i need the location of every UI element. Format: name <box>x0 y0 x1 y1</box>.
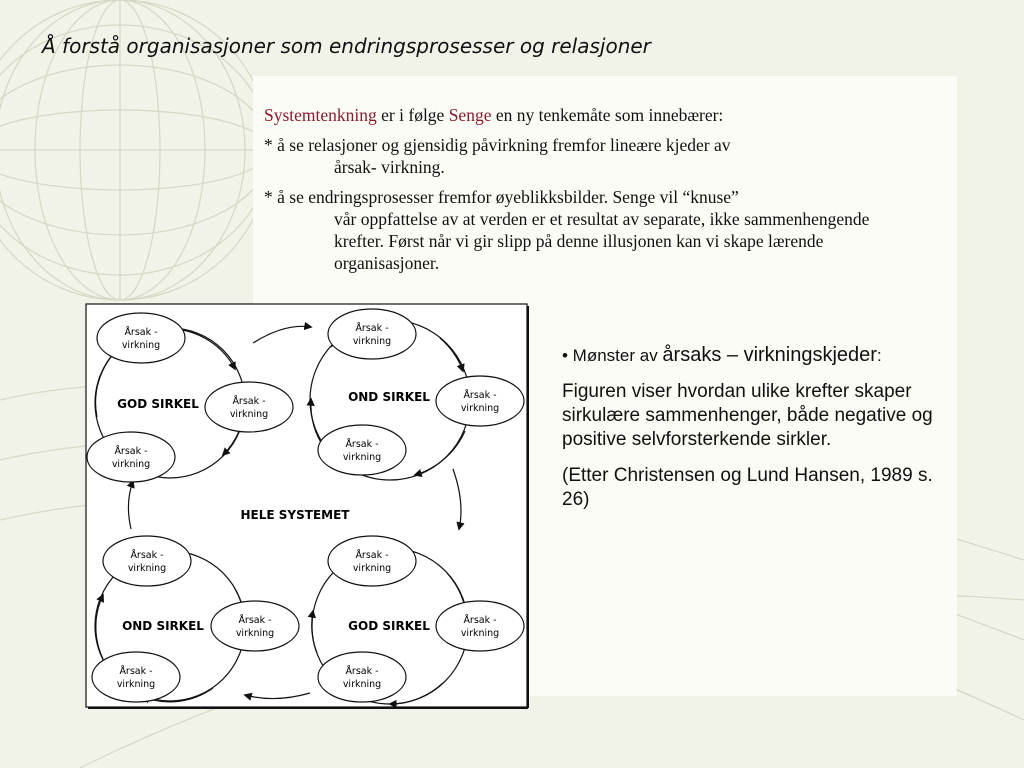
arrow <box>95 593 104 660</box>
node-label-1: Årsak - <box>463 614 496 626</box>
system-arrow-right <box>452 468 465 531</box>
node-label-2: virkning <box>343 679 381 690</box>
node-label-2: virkning <box>353 563 391 574</box>
node-label-2: virkning <box>128 563 166 574</box>
system-arrow-top <box>252 321 313 344</box>
term-systemtenkning: Systemtenkning <box>264 105 377 125</box>
node: Årsak - virkning <box>317 651 407 703</box>
arrow <box>413 430 466 478</box>
right-text: • Mønster av årsaks – virkningskjeder: F… <box>562 343 942 512</box>
node-label-1: Årsak - <box>463 389 496 401</box>
node: Årsak - virkning <box>86 431 176 483</box>
node-label-1: Årsak - <box>124 326 157 338</box>
node: Årsak - virkning <box>435 600 525 652</box>
system-arrow-bottom <box>243 692 311 701</box>
node-label-2: virkning <box>353 336 391 347</box>
node-label-2: virkning <box>117 679 155 690</box>
node: Årsak - virkning <box>91 651 181 703</box>
node: Årsak - virkning <box>317 424 407 476</box>
node: Årsak - virkning <box>210 600 300 652</box>
intro-lead: Systemtenkning er i følge Senge en ny te… <box>264 104 904 126</box>
causal-loop-diagram: Årsak - virkning Årsak - virkning Årsak … <box>85 303 529 709</box>
arrow <box>388 682 444 709</box>
intro-bullet-1: * å se relasjoner og gjensidig påvirknin… <box>264 134 904 178</box>
node-label-1: Årsak - <box>355 549 388 561</box>
node-label-1: Årsak - <box>114 445 147 457</box>
right-reference: (Etter Christensen og Lund Hansen, 1989 … <box>562 465 933 510</box>
circle-label: GOD SIRKEL <box>117 397 199 411</box>
node-label-2: virkning <box>343 452 381 463</box>
node: Årsak - virkning <box>435 375 525 427</box>
circle-label: OND SIRKEL <box>348 390 430 404</box>
right-bullet: • Mønster av årsaks – virkningskjeder: <box>562 343 942 368</box>
center-label: HELE SYSTEMET <box>241 508 351 522</box>
node-label-1: Årsak - <box>238 614 271 626</box>
system-arrow-left <box>126 479 135 530</box>
right-bullet-suffix: : <box>876 346 882 365</box>
intro-bullet-1-first: * å se relasjoner og gjensidig påvirknin… <box>264 135 731 155</box>
node-label-2: virkning <box>122 340 160 351</box>
node-label-1: Årsak - <box>232 395 265 407</box>
node-label-1: Årsak - <box>355 322 388 334</box>
arrow <box>307 609 318 654</box>
node: Årsak - virkning <box>327 308 417 360</box>
node-label-1: Årsak - <box>345 438 378 450</box>
slide-title: Å forstå organisasjoner som endringspros… <box>42 34 651 58</box>
intro-text-2: en ny tenkemåte som innebærer: <box>491 105 724 125</box>
node: Årsak - virkning <box>204 381 294 433</box>
right-bullet-prefix: • Mønster av <box>562 346 663 365</box>
node-label-1: Årsak - <box>130 549 163 561</box>
term-senge: Senge <box>448 105 492 125</box>
circle-label: GOD SIRKEL <box>348 619 430 633</box>
node-label-1: Årsak - <box>119 665 152 677</box>
node-label-2: virkning <box>236 628 274 639</box>
intro-text: Systemtenkning er i følge Senge en ny te… <box>264 104 904 274</box>
node-label-2: virkning <box>112 459 150 470</box>
intro-bullet-2-first: * å se endringsprosesser fremfor øyeblik… <box>264 187 739 207</box>
intro-bullet-2-rest: vår oppfattelse av at verden er et resul… <box>334 209 870 273</box>
right-bullet-big: årsaks – virkningskjeder <box>662 344 877 366</box>
node-label-2: virkning <box>461 403 499 414</box>
intro-bullet-1-rest: årsak- virkning. <box>334 157 445 177</box>
circle-label: OND SIRKEL <box>122 619 204 633</box>
node: Årsak - virkning <box>102 535 192 587</box>
node-label-2: virkning <box>230 409 268 420</box>
right-paragraph: Figuren viser hvordan ulike krefter skap… <box>562 381 933 450</box>
node-label-2: virkning <box>461 628 499 639</box>
arrow <box>439 337 465 373</box>
node: Årsak - virkning <box>96 312 186 364</box>
node: Årsak - virkning <box>327 535 417 587</box>
node-label-1: Årsak - <box>345 665 378 677</box>
intro-text-1: er i følge <box>376 105 449 125</box>
intro-bullet-2: * å se endringsprosesser fremfor øyeblik… <box>264 186 904 274</box>
